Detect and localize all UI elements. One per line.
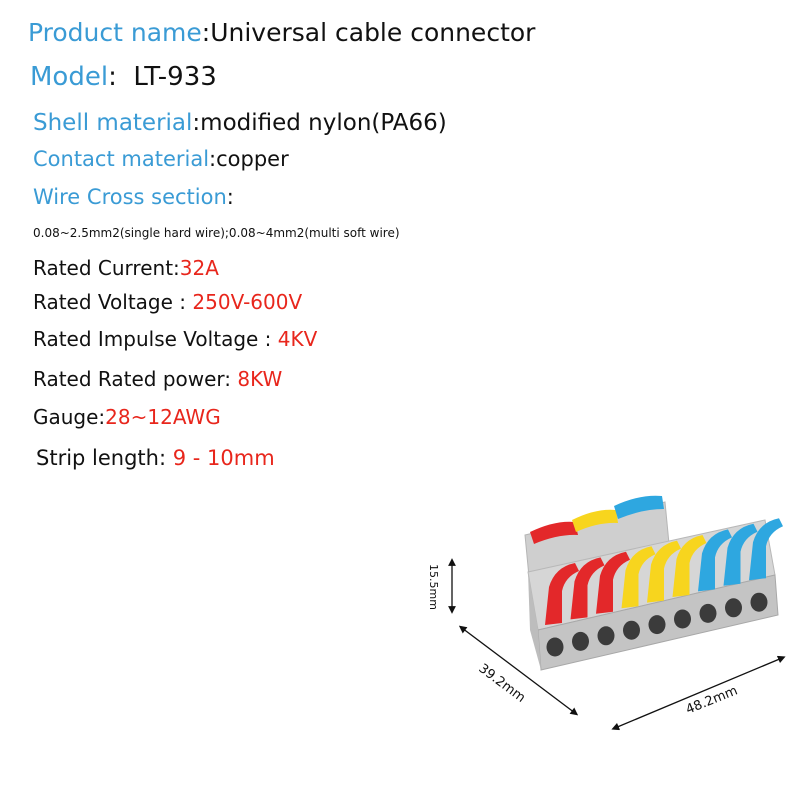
wire-cross-section-value: 0.08~2.5mm2(single hard wire);0.08~4mm2(… [33,226,400,240]
rated-power-line: Rated Rated power: 8KW [33,367,282,391]
wire-entry-hole [546,637,564,657]
lever-yellow[interactable] [647,540,681,603]
product-name-label: Product name [28,18,202,47]
wire-entry-hole [572,631,589,651]
wire-cross-section-sep: : [226,185,234,209]
lever-red[interactable] [545,563,579,625]
strip-length-value: 9 - 10mm [172,446,275,470]
gauge-line: Gauge:28~12AWG [33,405,221,429]
wire-entry-hole [750,592,768,612]
rated-voltage-line: Rated Voltage : 250V-600V [33,290,302,314]
gauge-label: Gauge: [33,405,106,429]
product-name-sep: : [201,18,211,47]
contact-material-sep: : [209,147,217,171]
lever-yellow[interactable] [672,535,707,597]
contact-material-label: Contact material [33,147,210,171]
wire-entry-hole [623,620,640,640]
lever-red[interactable] [596,551,630,614]
model-value: LT-933 [133,62,217,92]
wire-entry-hole [648,615,666,635]
height-dimension-label: 15.5mm [427,564,440,610]
rated-impulse-voltage-line: Rated Impulse Voltage : 4KV [33,327,317,351]
rated-current-value: 32A [179,256,219,280]
wire-entry-hole [597,626,615,646]
model-label: Model [30,62,109,92]
shell-material-sep: : [192,110,201,136]
wire-cross-section-line: Wire Cross section: [33,185,234,209]
wire-entry-hole [725,598,742,618]
rear-lever-blue [614,495,664,519]
lever-blue[interactable] [698,529,732,592]
rear-lever-yellow [572,509,618,532]
shell-material-label: Shell material [33,110,193,136]
rated-current-line: Rated Current:32A [33,256,219,280]
width-dimension-line [611,655,786,731]
rated-impulse-voltage-value: 4KV [277,327,318,351]
rated-voltage-value: 250V-600V [192,290,303,314]
strip-length-label: Strip length: [36,446,173,470]
strip-length-line: Strip length: 9 - 10mm [36,446,275,470]
rated-voltage-label: Rated Voltage : [33,290,193,314]
model-sep: : [108,62,117,92]
product-name-value: Universal cable connector [210,18,536,47]
wire-entry-hole [674,609,691,629]
rear-lever-red [530,521,578,544]
rated-impulse-voltage-label: Rated Impulse Voltage : [33,327,278,351]
rated-power-label: Rated Rated power: [33,367,238,391]
lever-blue[interactable] [749,518,783,581]
shell-material-value: modified nylon(PA66) [200,110,447,136]
model-line: Model: LT-933 [30,62,217,92]
width-dimension-label: 48.2mm [684,683,740,717]
depth-dimension-label: 39.2mm [476,661,528,706]
lever-red[interactable] [570,557,605,620]
contact-material-value: copper [216,147,289,171]
contact-material-line: Contact material:copper [33,147,289,171]
product-name-line: Product name:Universal cable connector [28,18,535,47]
lever-blue[interactable] [723,523,758,586]
wire-entry-hole [699,603,717,623]
shell-material-line: Shell material:modified nylon(PA66) [33,110,447,136]
gauge-value: 28~12AWG [105,405,221,429]
lever-row [545,518,783,625]
connector-product-illustration: 15.5mm 39.2mm 48.2mm [427,495,786,731]
wire-cross-section-label: Wire Cross section [33,185,227,209]
depth-dimension-line [458,625,579,716]
lever-yellow[interactable] [621,546,656,609]
rated-current-label: Rated Current: [33,256,180,280]
rated-power-value: 8KW [237,367,283,391]
